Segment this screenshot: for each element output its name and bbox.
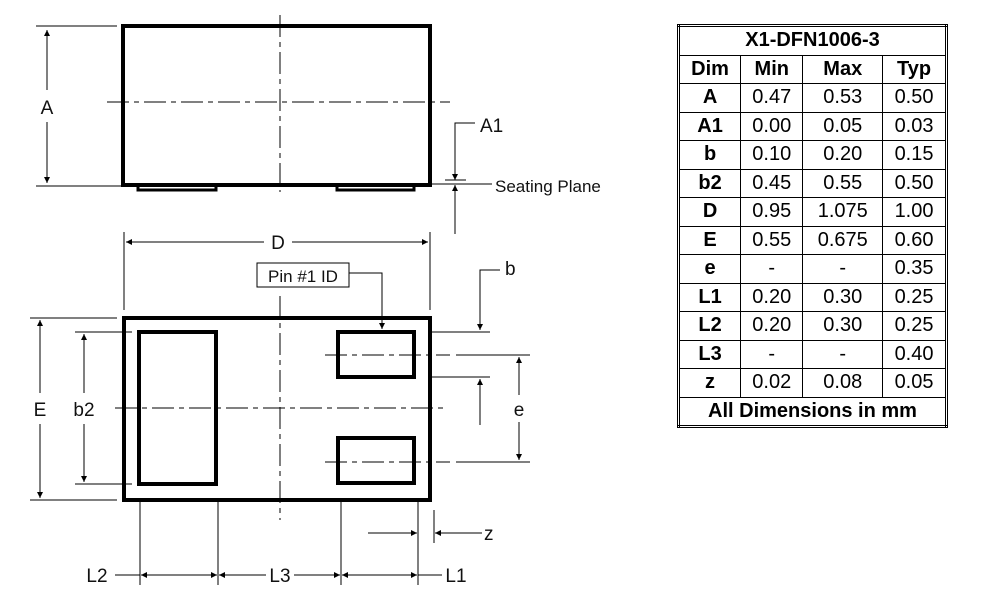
value-cell: 0.08	[802, 368, 884, 398]
pad-pin2	[336, 436, 416, 485]
value-cell: 0.20	[802, 140, 884, 170]
value-cell: 0.02	[740, 368, 804, 398]
dim-name-cell: b2	[677, 168, 742, 198]
dim-b-label: b	[505, 259, 516, 280]
bottom-view: E b2 b e z L2 L3	[30, 259, 530, 587]
value-cell: 0.675	[802, 225, 884, 255]
dim-l1-label: L1	[445, 566, 466, 587]
value-cell: 0.10	[740, 140, 804, 170]
header-min: Min	[740, 54, 804, 84]
table-title: X1-DFN1006-3	[678, 25, 947, 56]
value-cell: 0.25	[882, 282, 947, 312]
value-cell: -	[740, 254, 804, 284]
dim-name-cell: L1	[677, 282, 742, 312]
value-cell: 0.95	[740, 197, 804, 227]
seating-plane-label: Seating Plane	[495, 177, 601, 196]
value-cell: 0.53	[802, 83, 884, 113]
value-cell: 0.30	[802, 282, 884, 312]
dim-b2-label: b2	[73, 400, 94, 421]
value-cell: 0.45	[740, 168, 804, 198]
dim-e-pitch-label: e	[514, 400, 525, 421]
value-cell: 1.075	[802, 197, 884, 227]
value-cell: 0.50	[882, 83, 947, 113]
value-cell: 0.03	[882, 111, 947, 141]
pin1-id-callout: Pin #1 ID	[256, 262, 385, 329]
value-cell: 0.05	[882, 368, 947, 398]
value-cell: 0.30	[802, 311, 884, 341]
value-cell: 0.15	[882, 140, 947, 170]
value-cell: -	[802, 339, 884, 369]
header-dim: Dim	[677, 54, 742, 84]
value-cell: 0.00	[740, 111, 804, 141]
dim-name-cell: A1	[677, 111, 742, 141]
table-footer: All Dimensions in mm	[678, 396, 947, 427]
value-cell: 0.47	[740, 83, 804, 113]
dim-l3-label: L3	[269, 566, 290, 587]
dim-name-cell: b	[677, 140, 742, 170]
dim-name-cell: z	[677, 368, 742, 398]
table-row: L3--0.40	[677, 339, 947, 369]
table-row: e--0.35	[677, 254, 947, 284]
header-max: Max	[802, 54, 884, 84]
value-cell: 0.60	[882, 225, 947, 255]
package-body-bottom	[122, 316, 432, 502]
value-cell: 0.25	[882, 311, 947, 341]
table-header-row: Dim Min Max Typ	[677, 54, 947, 84]
lead-right-side	[335, 183, 416, 192]
value-cell: 1.00	[882, 197, 947, 227]
dim-z-label: z	[484, 524, 494, 545]
value-cell: 0.05	[802, 111, 884, 141]
lead-left-side	[136, 183, 218, 192]
dim-a1-label: A1	[480, 116, 503, 137]
value-cell: 0.20	[740, 282, 804, 312]
value-cell: -	[802, 254, 884, 284]
dim-name-cell: L3	[677, 339, 742, 369]
value-cell: 0.40	[882, 339, 947, 369]
dim-l2-label: L2	[86, 566, 107, 587]
value-cell: 0.55	[740, 225, 804, 255]
pin1-id-label: Pin #1 ID	[268, 267, 338, 286]
package-body-side	[121, 24, 432, 187]
dim-d-label: D	[271, 233, 285, 254]
value-cell: 0.50	[882, 168, 947, 198]
value-cell: -	[740, 339, 804, 369]
value-cell: 0.55	[802, 168, 884, 198]
dim-d: D	[123, 232, 431, 310]
header-typ: Typ	[882, 54, 947, 84]
dim-e-label: E	[34, 400, 47, 421]
side-view: A A1 Seating Plane	[36, 15, 601, 234]
value-cell: 0.35	[882, 254, 947, 284]
dim-a-label: A	[41, 98, 54, 119]
dim-name-cell: E	[677, 225, 742, 255]
dim-name-cell: L2	[677, 311, 742, 341]
value-cell: 0.20	[740, 311, 804, 341]
dim-name-cell: D	[677, 197, 742, 227]
dim-name-cell: A	[677, 83, 742, 113]
dim-name-cell: e	[677, 254, 742, 284]
